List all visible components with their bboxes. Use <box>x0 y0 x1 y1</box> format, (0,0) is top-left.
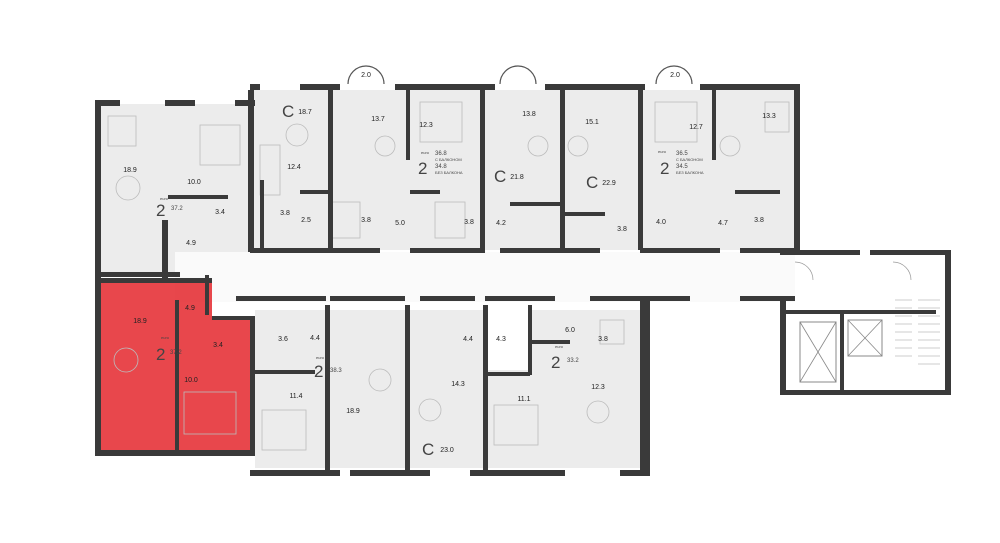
room-area: 2.0 <box>670 72 680 79</box>
svg-text:БЕЗ БАЛКОНА: БЕЗ БАЛКОНА <box>676 170 704 175</box>
room-area: 4.9 <box>185 305 195 312</box>
room-area: 10.0 <box>184 377 198 384</box>
apartment-badge-b3: euro 2 38.3 <box>314 355 342 381</box>
apartment-badge-u2: C <box>282 102 294 121</box>
svg-text:36.8: 36.8 <box>435 151 447 157</box>
unit-top-left[interactable] <box>100 104 250 272</box>
svg-text:С БАЛКОНОМ: С БАЛКОНОМ <box>676 157 703 162</box>
room-area: 2.0 <box>361 72 371 79</box>
room-area: 3.8 <box>464 219 474 226</box>
svg-text:37.2: 37.2 <box>170 350 182 356</box>
svg-text:euro: euro <box>555 344 564 349</box>
room-area: 13.8 <box>522 111 536 118</box>
room-area: 3.8 <box>280 210 290 217</box>
unit-bottom-6[interactable] <box>530 310 640 468</box>
room-area: 3.8 <box>361 217 371 224</box>
svg-text:2: 2 <box>156 345 165 364</box>
apartment-badge-u4: C 21.8 <box>494 167 524 186</box>
room-area: 18.9 <box>123 167 137 174</box>
room-area: 13.7 <box>371 116 385 123</box>
room-area: 3.8 <box>617 226 627 233</box>
svg-text:36.5: 36.5 <box>676 151 688 157</box>
svg-text:23.0: 23.0 <box>440 447 454 454</box>
apartment-badge-selected: euro 2 37.2 <box>156 335 182 364</box>
room-area: 18.9 <box>346 408 360 415</box>
svg-text:34.5: 34.5 <box>676 164 688 170</box>
room-area: 18.9 <box>133 318 147 325</box>
room-area: 5.0 <box>395 220 405 227</box>
svg-text:euro: euro <box>161 335 170 340</box>
svg-text:euro: euro <box>658 149 667 154</box>
furniture <box>107 101 790 451</box>
room-area: 10.0 <box>187 179 201 186</box>
svg-text:C: C <box>282 102 294 121</box>
svg-text:33.2: 33.2 <box>567 358 579 364</box>
svg-text:euro: euro <box>421 150 430 155</box>
room-area: 4.4 <box>310 335 320 342</box>
unit-bottom-4[interactable] <box>408 310 488 468</box>
room-area: 3.6 <box>278 336 288 343</box>
svg-text:21.8: 21.8 <box>510 174 524 181</box>
svg-text:2: 2 <box>156 201 165 220</box>
room-area: 4.4 <box>463 336 473 343</box>
apartment-badge-u3: euro 2 36.8 С БАЛКОНОМ 34.8 БЕЗ БАЛКОНА <box>418 150 463 178</box>
room-area: 3.4 <box>213 342 223 349</box>
svg-text:2: 2 <box>551 353 560 372</box>
room-area: 4.7 <box>718 220 728 227</box>
apartment-badge-b6: euro 2 33.2 <box>551 344 579 372</box>
room-area: 4.9 <box>186 240 196 247</box>
svg-text:C: C <box>586 173 598 192</box>
room-area: 3.8 <box>598 336 608 343</box>
apartment-badge-tl: euro 2 37.2 <box>156 196 183 220</box>
unit-bottom-3[interactable] <box>330 310 408 468</box>
unit-top-6[interactable] <box>642 90 794 250</box>
svg-text:euro: euro <box>160 196 169 201</box>
room-area: 12.7 <box>689 124 703 131</box>
svg-text:БЕЗ БАЛКОНА: БЕЗ БАЛКОНА <box>435 170 463 175</box>
svg-text:38.3: 38.3 <box>330 368 342 374</box>
room-area: 2.5 <box>301 217 311 224</box>
svg-text:С БАЛКОНОМ: С БАЛКОНОМ <box>435 157 462 162</box>
room-area: 12.4 <box>287 164 301 171</box>
apartment-badge-u6: euro 2 36.5 С БАЛКОНОМ 34.5 БЕЗ БАЛКОНА <box>658 149 704 178</box>
unit-bottom-2[interactable] <box>255 310 330 468</box>
apartment-badge-u5: C 22.9 <box>586 173 616 192</box>
room-area: 14.3 <box>451 381 465 388</box>
room-area: 6.0 <box>565 327 575 334</box>
svg-text:22.9: 22.9 <box>602 180 616 187</box>
room-area: 3.4 <box>215 209 225 216</box>
balconies <box>347 65 693 85</box>
room-area: 12.3 <box>419 122 433 129</box>
room-area: 15.1 <box>585 119 599 126</box>
svg-text:C: C <box>422 440 434 459</box>
room-area: 12.3 <box>591 384 605 391</box>
svg-text:euro: euro <box>316 355 325 360</box>
room-area: 4.2 <box>496 220 506 227</box>
apartment-badge-b4: C 23.0 <box>422 440 454 459</box>
svg-text:2: 2 <box>314 362 323 381</box>
room-area: 13.3 <box>762 113 776 120</box>
room-area: 11.1 <box>517 396 530 403</box>
corridor <box>175 252 795 302</box>
room-area: 3.8 <box>754 217 764 224</box>
room-area: 4.3 <box>496 336 506 343</box>
room-area: 11.4 <box>289 393 302 400</box>
svg-text:34.8: 34.8 <box>435 164 447 170</box>
stair-core <box>794 261 940 383</box>
room-area: 18.7 <box>298 109 312 116</box>
room-area: 4.0 <box>656 219 666 226</box>
unit-top-4[interactable] <box>482 90 562 250</box>
svg-text:37.2: 37.2 <box>171 206 183 212</box>
unit-top-5[interactable] <box>562 90 642 250</box>
walls <box>95 84 951 476</box>
svg-text:C: C <box>494 167 506 186</box>
svg-text:2: 2 <box>660 159 669 178</box>
svg-text:2: 2 <box>418 159 427 178</box>
